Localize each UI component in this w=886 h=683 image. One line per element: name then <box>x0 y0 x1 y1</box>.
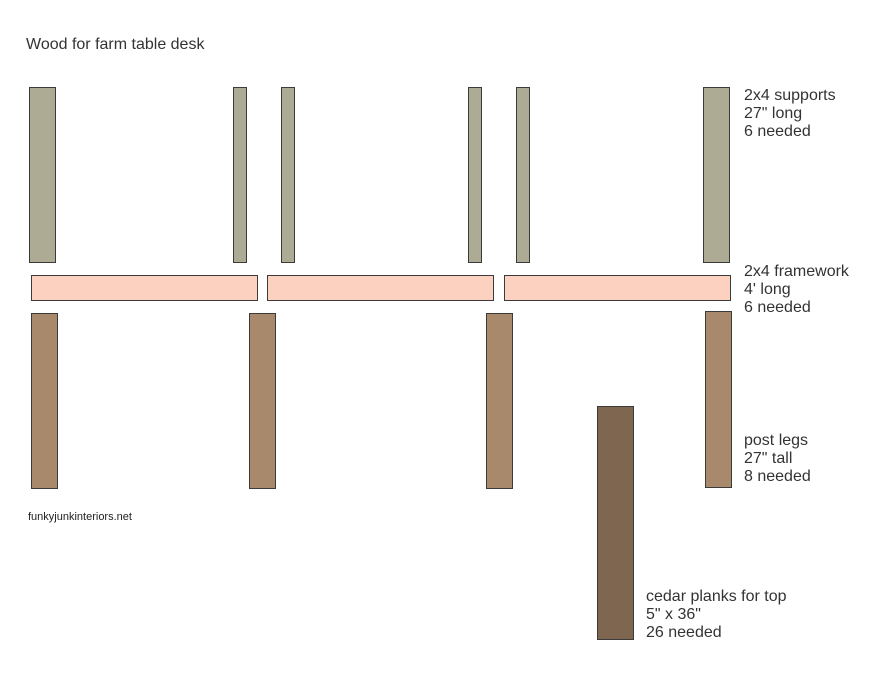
planks-size: 5" x 36" <box>646 606 701 623</box>
post-leg-piece <box>705 311 732 488</box>
supports-label: 2x4 supports 27" long 6 needed <box>744 87 836 141</box>
diagram-title: Wood for farm table desk <box>26 36 205 53</box>
planks-name: cedar planks for top <box>646 588 787 605</box>
cedar-plank-piece <box>597 406 634 640</box>
support-piece <box>468 87 482 263</box>
legs-label: post legs 27" tall 8 needed <box>744 432 811 486</box>
post-leg-piece <box>31 313 58 489</box>
support-piece <box>703 87 730 263</box>
support-piece <box>233 87 247 263</box>
supports-qty: 6 needed <box>744 123 811 140</box>
framework-size: 4' long <box>744 281 791 298</box>
framework-piece <box>31 275 258 301</box>
post-leg-piece <box>249 313 276 489</box>
framework-label: 2x4 framework 4' long 6 needed <box>744 263 849 317</box>
planks-qty: 26 needed <box>646 624 722 641</box>
legs-name: post legs <box>744 432 809 449</box>
framework-qty: 6 needed <box>744 299 811 316</box>
support-piece <box>516 87 530 263</box>
source-credit: funkyjunkinteriors.net <box>28 511 132 523</box>
support-piece <box>281 87 295 263</box>
legs-size: 27" tall <box>744 450 793 467</box>
framework-piece <box>267 275 494 301</box>
support-piece <box>29 87 56 263</box>
supports-size: 27" long <box>744 105 803 122</box>
planks-label: cedar planks for top 5" x 36" 26 needed <box>646 588 787 642</box>
supports-name: 2x4 supports <box>744 87 836 104</box>
post-leg-piece <box>486 313 513 489</box>
legs-qty: 8 needed <box>744 468 811 485</box>
framework-name: 2x4 framework <box>744 263 849 280</box>
framework-piece <box>504 275 731 301</box>
